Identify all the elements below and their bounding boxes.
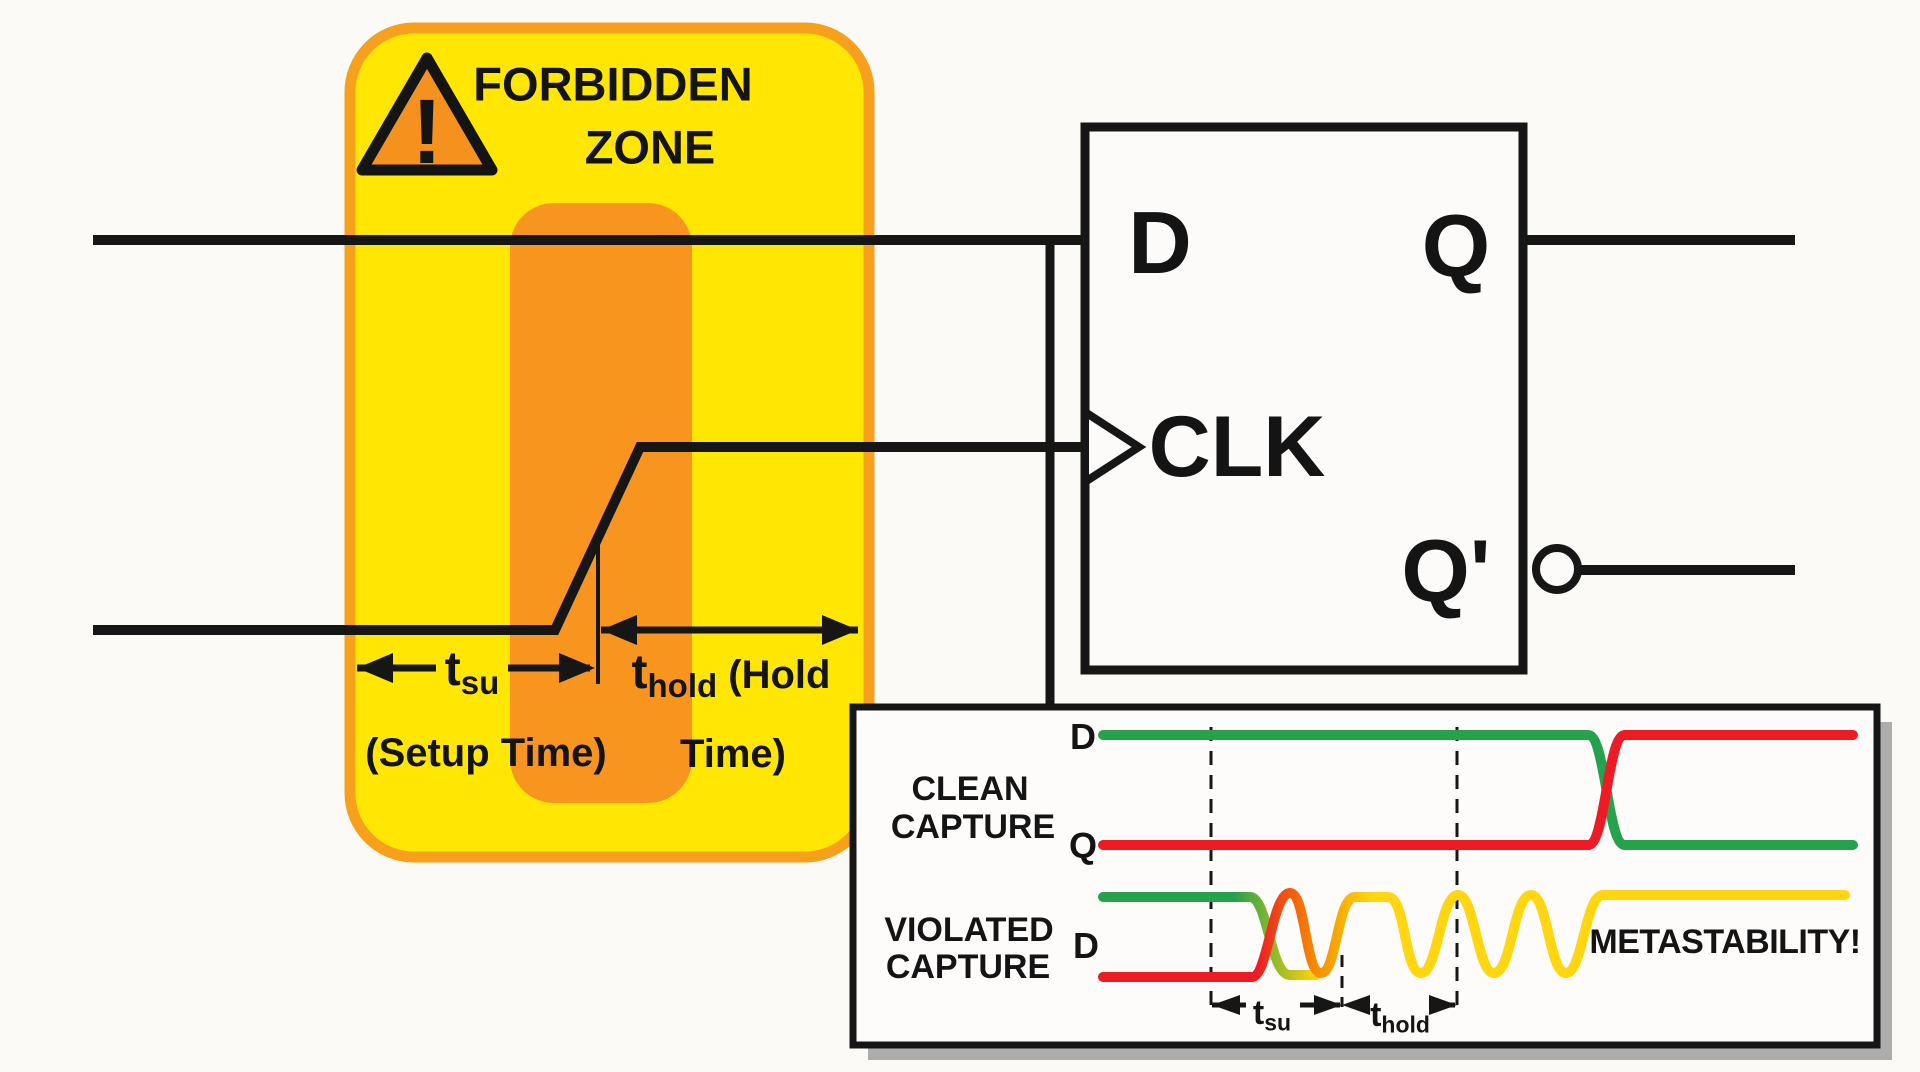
panel-tsu-arrowhead-right (1314, 995, 1342, 1015)
timing-panel (849, 703, 1881, 1049)
flip-flop-body (1080, 122, 1528, 675)
panel-tsu-arrowhead-left (1212, 995, 1240, 1015)
thold-arrowhead-left (601, 615, 637, 645)
forbidden-zone-title-line2: ZONE (584, 120, 716, 174)
panel-thold-arrowhead-right (1429, 995, 1457, 1015)
clean-q-signal-label: Q (1068, 825, 1098, 866)
flipflop-q-label: Q (1421, 196, 1491, 295)
panel-tsu-base: t (1252, 994, 1265, 1032)
panel-thold-base: t (1370, 996, 1382, 1034)
hold-caption-inline: (Hold (717, 653, 831, 697)
violated-capture-label-line2: CAPTURE (885, 948, 1051, 986)
metastability-label: METASTABILITY! (1589, 923, 1861, 961)
thold-arrowhead-right (822, 615, 858, 645)
clean-d-signal-label: D (1070, 716, 1096, 757)
hold-time-caption-line2: Time) (680, 732, 786, 776)
thold-sub: hold (647, 667, 718, 705)
forbidden-window-band (510, 203, 692, 803)
panel-thold-label: thold (1370, 996, 1430, 1036)
panel-thold-arrowhead-left (1342, 995, 1370, 1015)
tsu-sub: su (460, 664, 500, 702)
thold-label: thold (Hold (631, 646, 831, 703)
clean-capture-label-line2: CAPTURE (890, 808, 1056, 846)
thold-base: t (631, 646, 648, 699)
violated-capture-label-line1: VIOLATED (884, 911, 1054, 949)
tsu-base: t (444, 643, 461, 696)
panel-tsu-label: tsu (1252, 994, 1291, 1034)
panel-thold-sub: hold (1381, 1011, 1430, 1038)
setup-time-caption: (Setup Time) (365, 731, 607, 775)
tsu-arrowhead-left (357, 653, 393, 683)
tsu-label: tsu (444, 643, 500, 700)
flipflop-d-label: D (1128, 193, 1192, 292)
warning-triangle-icon (356, 52, 498, 176)
tsu-arrowhead-right (559, 653, 595, 683)
warning-exclamation-glyph: ! (412, 81, 443, 183)
flipflop-clk-label: CLK (1148, 399, 1326, 495)
panel-tsu-sub: su (1264, 1009, 1292, 1036)
flipflop-qbar-label: Q' (1401, 521, 1491, 620)
clean-capture-label-line1: CLEAN (911, 770, 1029, 808)
clean-q-trace (1098, 730, 1858, 850)
forbidden-zone-title-line1: FORBIDDEN (473, 57, 753, 111)
inverter-bubble-icon (1532, 544, 1582, 594)
violated-d-signal-label: D (1073, 925, 1099, 966)
violated-metastable-trace (1098, 887, 1850, 982)
clock-edge-triangle-icon (1081, 404, 1147, 490)
